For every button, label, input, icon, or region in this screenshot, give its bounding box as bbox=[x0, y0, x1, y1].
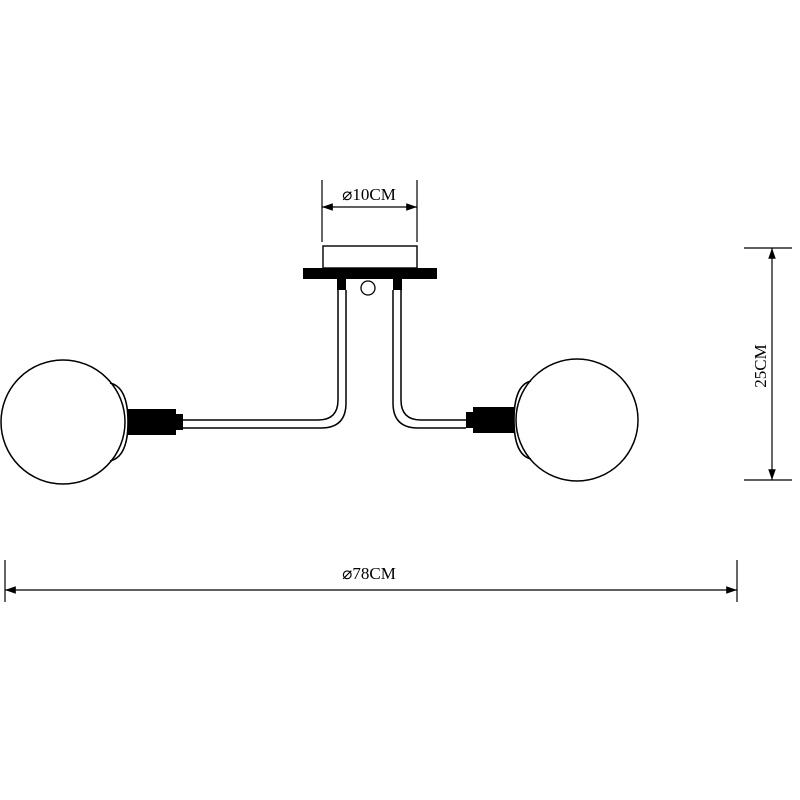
arm-left-outer bbox=[183, 290, 339, 421]
canopy-cap bbox=[322, 245, 418, 269]
dimension-height bbox=[744, 247, 792, 481]
arm-right-inner bbox=[392, 290, 466, 429]
lamp-left bbox=[0, 359, 183, 485]
arms bbox=[183, 290, 466, 429]
set-screw bbox=[360, 280, 376, 296]
socket-right-nut bbox=[466, 412, 473, 428]
overall-diameter-label: ⌀78CM bbox=[342, 564, 396, 583]
dimension-canopy-diameter bbox=[321, 180, 418, 242]
socket-right bbox=[473, 407, 514, 433]
canopy-base-plate bbox=[303, 268, 437, 279]
rod-connector-right bbox=[393, 279, 402, 290]
dimension-overall-diameter bbox=[4, 560, 738, 602]
arm-left-inner bbox=[183, 290, 347, 429]
canopy-diameter-label: ⌀10CM bbox=[342, 185, 396, 204]
lamp-right bbox=[466, 358, 639, 482]
globe-right bbox=[515, 358, 639, 482]
rod-connector-left bbox=[337, 279, 346, 290]
socket-left bbox=[128, 409, 176, 435]
canopy bbox=[303, 245, 437, 296]
height-label: 25CM bbox=[751, 344, 770, 387]
globe-left bbox=[0, 359, 126, 485]
arm-right-outer bbox=[400, 290, 466, 421]
socket-left-nut bbox=[176, 414, 183, 430]
